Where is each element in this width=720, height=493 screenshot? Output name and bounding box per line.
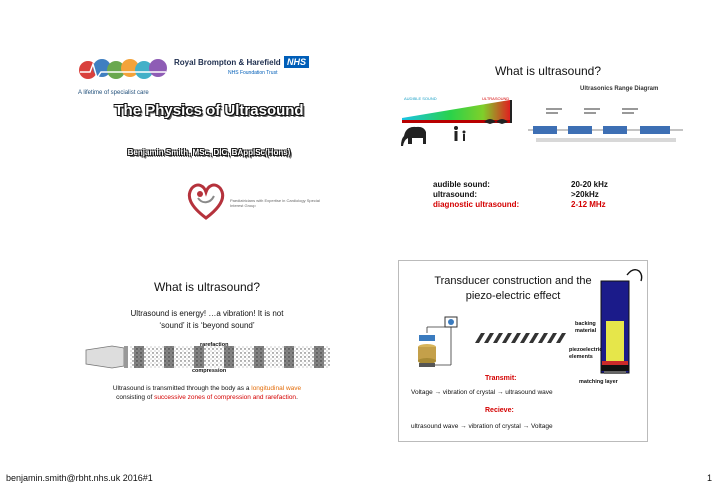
footer-email: benjamin.smith@rbht.nhs.uk 2016#1 xyxy=(6,473,153,483)
piezo-element-strip xyxy=(475,333,566,343)
spec-table: audible sound: 20-20 kHz ultrasound: >20… xyxy=(433,180,608,210)
spec-value: 20-20 kHz xyxy=(571,180,608,189)
spec-label: audible sound: xyxy=(433,180,490,189)
transmit-text: Voltage → vibration of crystal → ultraso… xyxy=(411,389,553,396)
spec-value: >20kHz xyxy=(571,190,599,199)
nhs-badge: NHS xyxy=(284,56,310,68)
trust-subtitle: NHS Foundation Trust xyxy=(228,70,278,76)
piezo-elements-label: piezoelectric elements xyxy=(569,347,603,360)
body-line: ‘sound’ it is ‘beyond sound’ xyxy=(159,321,255,330)
diagram-title: Ultrasonics Range Diagram xyxy=(580,86,659,92)
peg-heart-logo-icon xyxy=(187,183,225,220)
transducer-probe-diagram xyxy=(600,268,643,374)
peg-text: Paediatricians with Expertise in Cardiol… xyxy=(230,198,320,208)
slide-heading: What is ultrasound? xyxy=(153,280,261,294)
ultrasound-label: ULTRASOUND xyxy=(482,96,510,101)
trust-name: Royal Brompton & Harefield xyxy=(174,58,281,67)
crystal-circuit-diagram xyxy=(418,316,458,367)
slide-ultrasound-energy: What is ultrasound? Ultrasound is energy… xyxy=(62,268,352,468)
trust-logo-icon xyxy=(79,59,167,80)
audible-sound-label: AUDIBLE SOUND xyxy=(404,96,437,101)
spec-label: ultrasound: xyxy=(433,190,477,199)
slide-heading-line2: piezo-electric effect xyxy=(465,290,561,302)
compression-label: compression xyxy=(192,368,227,374)
body-line: Ultrasound is energy! …a vibration! It i… xyxy=(130,309,284,318)
compression-wave-diagram xyxy=(85,345,330,369)
receive-label: Recieve: xyxy=(485,407,514,414)
slide-what-is-ultrasound: What is ultrasound? xyxy=(398,40,688,250)
backing-material-label: backing material xyxy=(575,321,597,334)
spec-label: diagnostic ultrasound: xyxy=(433,200,520,209)
spec-value: 2-12 MHz xyxy=(571,200,606,209)
slide-title: A lifetime of specialist care Royal Brom… xyxy=(62,40,352,250)
slide-heading: What is ultrasound? xyxy=(494,64,602,78)
longitudinal-wave-note: Ultrasound is transmitted through the bo… xyxy=(112,385,302,401)
matching-layer-label: matching layer xyxy=(579,379,618,385)
slide-heading-line1: Transducer construction and the xyxy=(434,275,592,287)
rarefaction-label: rarefaction xyxy=(200,342,229,348)
slide-transducer: Transducer construction and the piezo-el… xyxy=(398,260,648,442)
spec-row: audible sound: 20-20 kHz xyxy=(433,180,608,190)
ultrasonics-range-diagram xyxy=(401,100,683,146)
receive-text: ultrasound wave → vibration of crystal →… xyxy=(411,423,553,430)
slide-title-text: The Physics of Ultrasound xyxy=(114,102,304,119)
page-number: 1 xyxy=(706,473,712,483)
tagline: A lifetime of specialist care xyxy=(78,90,149,96)
author-name: Benjamin Smith, MSc, DIC, BAppISc(Hons) xyxy=(127,148,291,157)
transmit-label: Transmit: xyxy=(485,375,517,382)
spec-row: diagnostic ultrasound: 2-12 MHz xyxy=(433,200,608,210)
spec-row: ultrasound: >20kHz xyxy=(433,190,608,200)
